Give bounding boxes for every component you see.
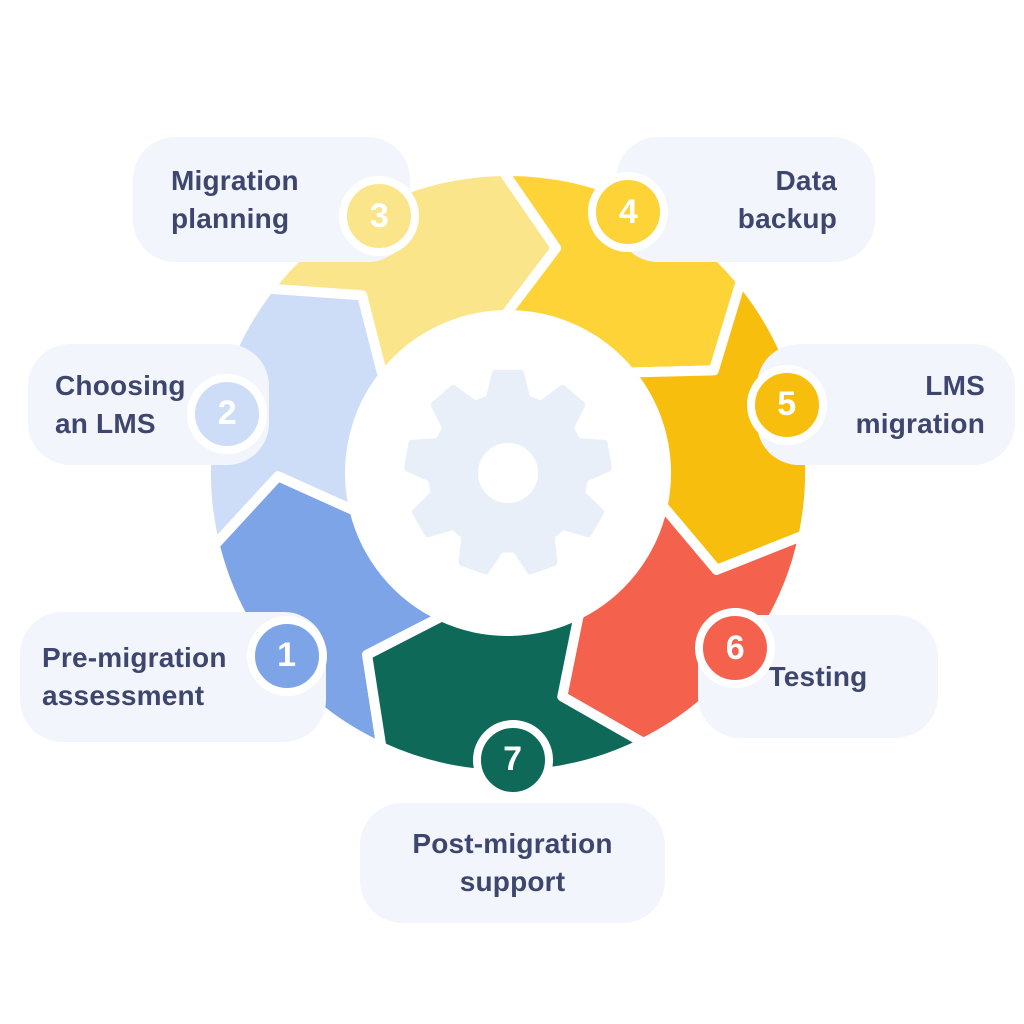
step-badge-number: 4	[618, 192, 638, 231]
step-badge-7: 7	[472, 719, 553, 800]
step-label-line: Choosing	[55, 369, 186, 401]
step-label-line: Pre-migration	[42, 642, 227, 673]
step-label-line: Post-migration	[412, 828, 613, 859]
step-badge-number: 1	[277, 636, 296, 675]
step-badge-number: 3	[369, 196, 389, 235]
step-label-line: LMS	[925, 369, 985, 401]
step-badge-number: 6	[725, 628, 745, 667]
step-badge-number: 2	[217, 394, 237, 433]
gear-icon	[404, 369, 612, 575]
step-label-line: backup	[737, 202, 837, 234]
step-label-line: Migration	[171, 164, 299, 196]
center-circle	[348, 313, 668, 633]
step-badge-2: 2	[187, 373, 268, 454]
step-label-pill-7: Post-migration support	[360, 803, 665, 923]
step-label-line: an LMS	[55, 407, 156, 439]
step-badge-6: 6	[695, 608, 776, 689]
step-badge-number: 7	[503, 740, 523, 779]
step-label-line: assessment	[42, 680, 205, 711]
step-label-line: Testing	[768, 660, 868, 692]
step-label-line: planning	[171, 202, 290, 234]
step-label-line: Data	[775, 164, 837, 196]
step-badge-5: 5	[746, 364, 827, 445]
step-label-line: migration	[855, 407, 985, 439]
step-badge-3: 3	[339, 176, 420, 257]
step-badge-1: 1	[246, 615, 327, 696]
step-label-line: support	[459, 866, 566, 897]
step-badge-number: 5	[777, 385, 797, 424]
step-badge-4: 4	[588, 172, 669, 253]
